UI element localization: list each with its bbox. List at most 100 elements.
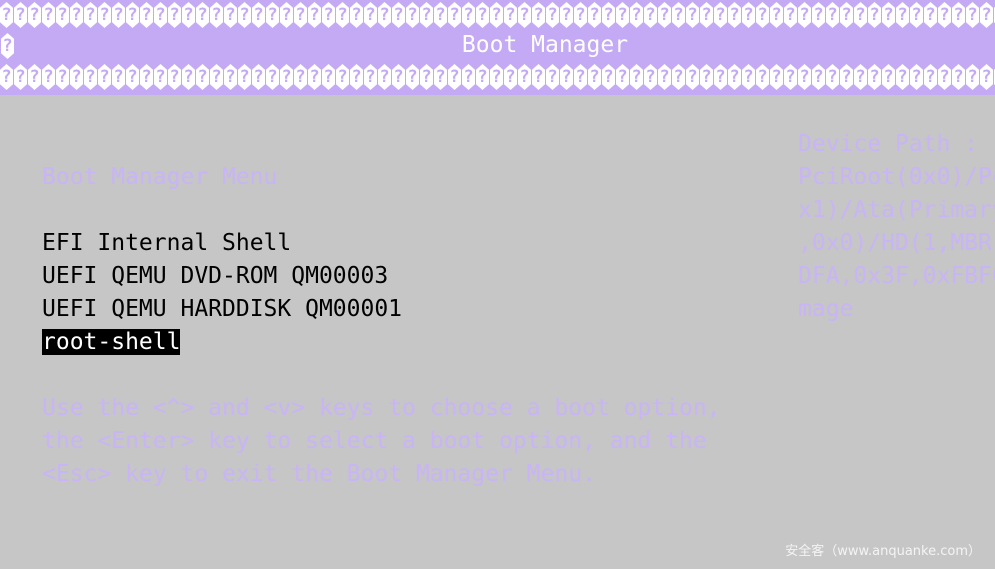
- question-mark-icon: ?: [672, 64, 685, 90]
- question-mark-icon: ?: [28, 2, 41, 28]
- bottom-pattern-strip: ????????????????????????????????????????…: [0, 64, 995, 92]
- question-mark-icon: ?: [966, 2, 979, 28]
- question-mark-icon: ?: [140, 64, 153, 90]
- question-mark-icon: ?: [56, 2, 69, 28]
- question-mark-icon: ?: [756, 2, 769, 28]
- question-mark-icon: ?: [700, 2, 713, 28]
- question-mark-icon: ?: [56, 64, 69, 90]
- question-mark-icon: ?: [196, 2, 209, 28]
- question-mark-icon: ?: [518, 64, 531, 90]
- question-mark-icon: ?: [378, 2, 391, 28]
- question-mark-icon: ?: [574, 64, 587, 90]
- question-mark-icon: ?: [504, 2, 517, 28]
- question-mark-icon: ?: [406, 64, 419, 90]
- question-mark-icon: ?: [14, 2, 27, 28]
- question-mark-icon: ?: [294, 2, 307, 28]
- question-mark-icon: ?: [350, 64, 363, 90]
- question-mark-icon: ?: [980, 64, 993, 90]
- menu-title: Boot Manager Menu: [42, 164, 278, 190]
- question-mark-icon: ?: [154, 64, 167, 90]
- device-path-line: mage: [798, 296, 854, 322]
- question-mark-icon: ?: [126, 64, 139, 90]
- question-mark-icon: ?: [770, 64, 783, 90]
- question-mark-icon: ?: [168, 2, 181, 28]
- question-mark-icon: ?: [280, 2, 293, 28]
- question-mark-icon: ?: [574, 2, 587, 28]
- boot-option-dvd-rom[interactable]: UEFI QEMU DVD-ROM QM00003: [42, 260, 402, 293]
- option-label: UEFI QEMU HARDDISK QM00001: [42, 296, 403, 322]
- question-mark-icon: ?: [238, 2, 251, 28]
- question-mark-icon: ?: [476, 64, 489, 90]
- question-mark-icon: ?: [798, 2, 811, 28]
- question-mark-icon: ?: [630, 64, 643, 90]
- question-mark-icon: ?: [378, 64, 391, 90]
- question-mark-icon: ?: [910, 64, 923, 90]
- question-mark-icon: ?: [238, 64, 251, 90]
- boot-option-root-shell[interactable]: root-shell: [42, 326, 402, 359]
- question-mark-icon: ?: [84, 2, 97, 28]
- question-mark-icon: ?: [182, 2, 195, 28]
- question-mark-icon: ?: [686, 64, 699, 90]
- question-mark-icon: ?: [42, 64, 55, 90]
- question-mark-icon: ?: [462, 2, 475, 28]
- question-mark-icon: ?: [168, 64, 181, 90]
- question-mark-icon: ?: [546, 64, 559, 90]
- question-mark-icon: ?: [672, 2, 685, 28]
- device-path-line: PciRoot(0x0)/Pci: [798, 164, 995, 190]
- question-mark-icon: ?: [364, 64, 377, 90]
- question-mark-icon: ?: [266, 2, 279, 28]
- question-mark-icon: ?: [126, 2, 139, 28]
- question-mark-icon: ?: [434, 2, 447, 28]
- question-mark-icon: ?: [728, 64, 741, 90]
- device-path-line: Device Path :: [798, 131, 979, 157]
- question-mark-icon: ?: [882, 2, 895, 28]
- question-mark-icon: ?: [308, 64, 321, 90]
- question-mark-icon: ?: [224, 2, 237, 28]
- question-mark-icon: ?: [588, 2, 601, 28]
- help-line: Use the <^> and <v> keys to choose a boo…: [42, 395, 721, 421]
- question-mark-icon: ?: [952, 2, 965, 28]
- question-mark-icon: ?: [336, 2, 349, 28]
- question-mark-icon: ?: [224, 64, 237, 90]
- question-mark-icon: ?: [938, 64, 951, 90]
- question-mark-icon: ?: [70, 2, 83, 28]
- question-mark-icon: ?: [966, 64, 979, 90]
- question-mark-icon: ?: [588, 64, 601, 90]
- question-mark-icon: ?: [658, 2, 671, 28]
- boot-option-efi-shell[interactable]: EFI Internal Shell: [42, 227, 402, 260]
- question-mark-icon: ?: [490, 2, 503, 28]
- question-mark-icon: ?: [616, 64, 629, 90]
- question-mark-icon: ?: [756, 64, 769, 90]
- question-mark-icon: ?: [602, 2, 615, 28]
- question-mark-icon: ?: [630, 2, 643, 28]
- device-path-line: DFA,0x3F,0xFBFC: [798, 263, 995, 289]
- boot-option-harddisk[interactable]: UEFI QEMU HARDDISK QM00001: [42, 293, 402, 326]
- question-mark-icon: ?: [532, 64, 545, 90]
- question-mark-icon: ?: [196, 64, 209, 90]
- question-mark-icon: ?: [308, 2, 321, 28]
- question-mark-icon: ?: [560, 2, 573, 28]
- question-mark-icon: ?: [896, 64, 909, 90]
- help-line: <Esc> key to exit the Boot Manager Menu.: [42, 461, 596, 487]
- question-mark-icon: ?: [854, 2, 867, 28]
- boot-options-list: EFI Internal Shell UEFI QEMU DVD-ROM QM0…: [42, 227, 402, 359]
- question-mark-icon: ?: [546, 2, 559, 28]
- question-mark-icon: ?: [784, 2, 797, 28]
- question-mark-icon: ?: [770, 2, 783, 28]
- question-mark-icon: ?: [504, 64, 517, 90]
- question-mark-icon: ?: [448, 64, 461, 90]
- question-mark-icon: ?: [392, 2, 405, 28]
- question-mark-icon: ?: [182, 64, 195, 90]
- question-mark-icon: ?: [350, 2, 363, 28]
- help-text: Use the <^> and <v> keys to choose a boo…: [42, 392, 721, 491]
- question-mark-icon: ?: [28, 64, 41, 90]
- device-path-panel: Device Path : PciRoot(0x0)/Pci x1)/Ata(P…: [798, 128, 995, 326]
- question-mark-icon: ?: [602, 64, 615, 90]
- device-path-line: ,0x0)/HD(1,MBR,0: [798, 230, 995, 256]
- question-mark-icon: ?: [294, 64, 307, 90]
- option-label: UEFI QEMU DVD-ROM QM00003: [42, 263, 389, 289]
- question-mark-icon: ?: [812, 64, 825, 90]
- question-mark-icon: ?: [70, 64, 83, 90]
- help-line: the <Enter> key to select a boot option,…: [42, 428, 707, 454]
- question-mark-icon: ?: [420, 2, 433, 28]
